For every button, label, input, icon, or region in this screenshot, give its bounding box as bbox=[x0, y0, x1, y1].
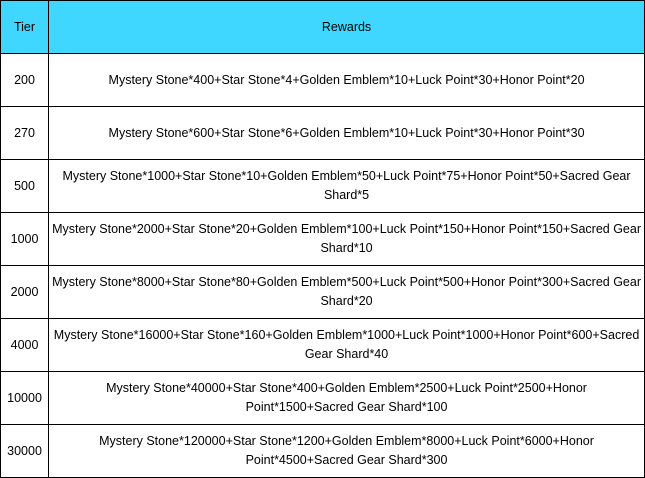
rewards-cell: Mystery Stone*400+Star Stone*4+Golden Em… bbox=[48, 53, 645, 107]
tier-column-header: Tier bbox=[0, 0, 50, 54]
rewards-cell: Mystery Stone*2000+Star Stone*20+Golden … bbox=[48, 212, 645, 266]
tier-cell: 2000 bbox=[0, 265, 50, 319]
tier-cell: 500 bbox=[0, 159, 50, 213]
table-row: 2000 Mystery Stone*8000+Star Stone*80+Go… bbox=[0, 265, 645, 319]
rewards-cell: Mystery Stone*16000+Star Stone*160+Golde… bbox=[48, 318, 645, 372]
tier-cell: 4000 bbox=[0, 318, 50, 372]
tier-cell: 270 bbox=[0, 106, 50, 160]
rewards-cell: Mystery Stone*1000+Star Stone*10+Golden … bbox=[48, 159, 645, 213]
table-row: 500 Mystery Stone*1000+Star Stone*10+Gol… bbox=[0, 159, 645, 213]
tier-cell: 1000 bbox=[0, 212, 50, 266]
rewards-cell: Mystery Stone*40000+Star Stone*400+Golde… bbox=[48, 371, 645, 425]
table-row: 4000 Mystery Stone*16000+Star Stone*160+… bbox=[0, 318, 645, 372]
table-header-row: Tier Rewards bbox=[0, 0, 645, 54]
table-row: 1000 Mystery Stone*2000+Star Stone*20+Go… bbox=[0, 212, 645, 266]
rewards-cell: Mystery Stone*600+Star Stone*6+Golden Em… bbox=[48, 106, 645, 160]
rewards-cell: Mystery Stone*120000+Star Stone*1200+Gol… bbox=[48, 424, 645, 478]
rewards-column-header: Rewards bbox=[48, 0, 645, 54]
tier-cell: 30000 bbox=[0, 424, 50, 478]
table-row: 30000 Mystery Stone*120000+Star Stone*12… bbox=[0, 424, 645, 478]
tier-cell: 200 bbox=[0, 53, 50, 107]
table-row: 270 Mystery Stone*600+Star Stone*6+Golde… bbox=[0, 106, 645, 160]
table-row: 10000 Mystery Stone*40000+Star Stone*400… bbox=[0, 371, 645, 425]
rewards-cell: Mystery Stone*8000+Star Stone*80+Golden … bbox=[48, 265, 645, 319]
tier-cell: 10000 bbox=[0, 371, 50, 425]
table-row: 200 Mystery Stone*400+Star Stone*4+Golde… bbox=[0, 53, 645, 107]
